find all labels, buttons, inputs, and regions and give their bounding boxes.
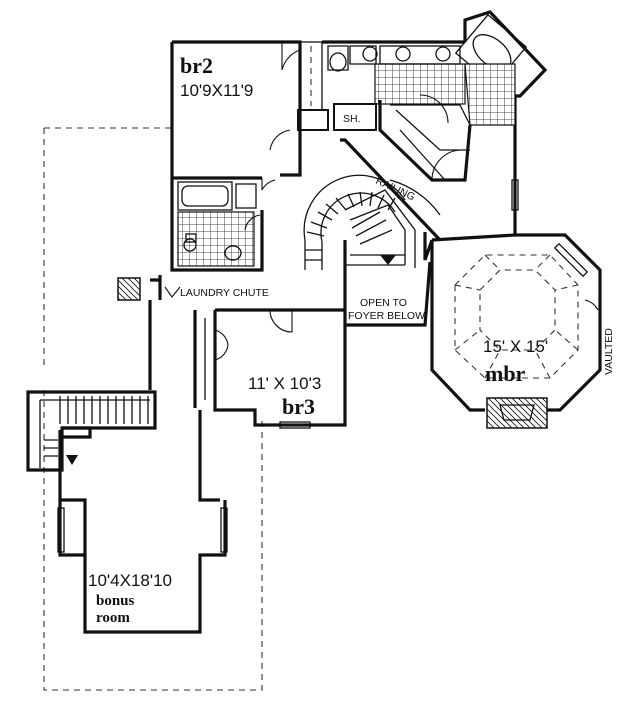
upper-bath: SH. (322, 40, 466, 131)
staircase: RAILING (303, 174, 441, 300)
foyer-opening: OPEN TO FOYER BELOW (343, 261, 432, 327)
bonus-room: 10'4X18'10 bonus room (57, 430, 228, 634)
dashed-outline (43, 127, 263, 691)
master-bath (340, 10, 548, 242)
bonus-corridor (148, 300, 220, 502)
vaulted-label: VAULTED (603, 328, 615, 375)
foyer-below-label: FOYER BELOW (348, 310, 425, 322)
bonus-dimensions: 10'4X18'10 (88, 571, 172, 590)
laundry-chute-label: LAUNDRY CHUTE (180, 287, 269, 299)
bonus-stair (26, 390, 157, 472)
shower-label: SH. (343, 113, 361, 125)
br3-dimensions: 11' X 10'3 (248, 374, 321, 393)
br2-dimensions: 10'9X11'9 (180, 81, 253, 100)
mbr-label: mbr (485, 361, 526, 386)
hall-closet (297, 41, 329, 131)
bonus-label-line1: bonus (96, 593, 135, 609)
bonus-label-line2: room (96, 610, 130, 626)
bedroom-3: 11' X 10'3 br3 (193, 308, 347, 429)
master-bedroom: VAULTED 15' X 15' mbr (430, 179, 615, 429)
br2-label: br2 (180, 53, 213, 78)
mbr-dimensions: 15' X 15' (483, 337, 548, 356)
open-to-label: OPEN TO (360, 297, 407, 309)
br3-label: br3 (282, 394, 315, 419)
laundry-bath (170, 178, 276, 272)
laundry-chute: LAUNDRY CHUTE (117, 275, 269, 301)
railing-label: RAILING (374, 175, 417, 204)
